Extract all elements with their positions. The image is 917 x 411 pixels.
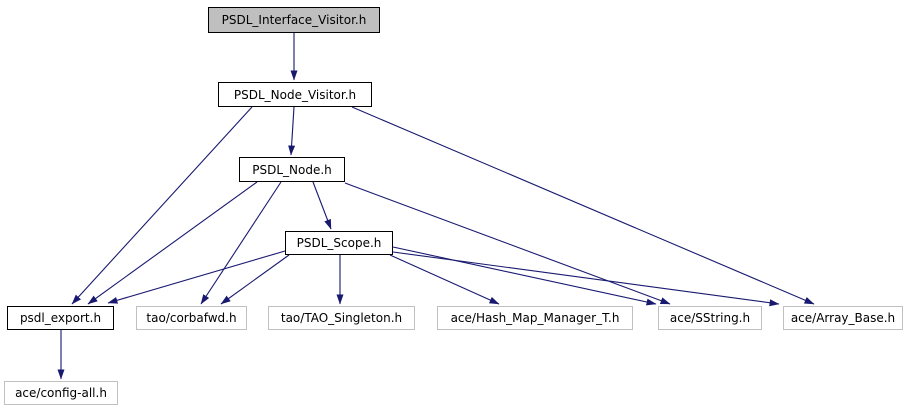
node-psdl-interface-visitor: PSDL_Interface_Visitor.h [208, 7, 380, 33]
node-psdl-node[interactable]: PSDL_Node.h [239, 157, 345, 182]
edge-psdl-scope--ace-sstring [392, 246, 657, 306]
edge-psdl-scope--ace-array-base [392, 251, 780, 307]
edge-psdl-node--ace-sstring [344, 182, 671, 305]
edge-psdl-node--psdl-export [87, 181, 258, 305]
node-tao-tao-singleton: tao/TAO_Singleton.h [268, 306, 415, 330]
node-tao-corbafwd: tao/corbafwd.h [136, 306, 247, 330]
node-ace-config-all: ace/config-all.h [4, 381, 118, 405]
edge-psdl-scope--tao-corbafwd [220, 254, 290, 305]
edge-psdl-node-visitor--psdl-node [288, 106, 296, 156]
edge-psdl-node-visitor--ace-array-base [351, 106, 815, 305]
edge-psdl-node--tao-corbafwd [200, 181, 282, 305]
node-psdl-node-visitor[interactable]: PSDL_Node_Visitor.h [218, 82, 372, 107]
node-ace-hash-map-manager-t: ace/Hash_Map_Manager_T.h [437, 306, 633, 330]
edge-psdl-scope--ace-hash-map-manager-t [389, 254, 500, 305]
edge-psdl-node--psdl-scope [312, 181, 332, 230]
node-ace-sstring: ace/SString.h [658, 306, 762, 330]
node-psdl-export[interactable]: psdl_export.h [7, 306, 114, 330]
node-ace-array-base: ace/Array_Base.h [783, 306, 903, 330]
edge-psdl-node-visitor--psdl-export [71, 106, 253, 305]
edge-psdl-scope--psdl-export [107, 250, 286, 304]
node-psdl-scope[interactable]: PSDL_Scope.h [285, 231, 393, 255]
